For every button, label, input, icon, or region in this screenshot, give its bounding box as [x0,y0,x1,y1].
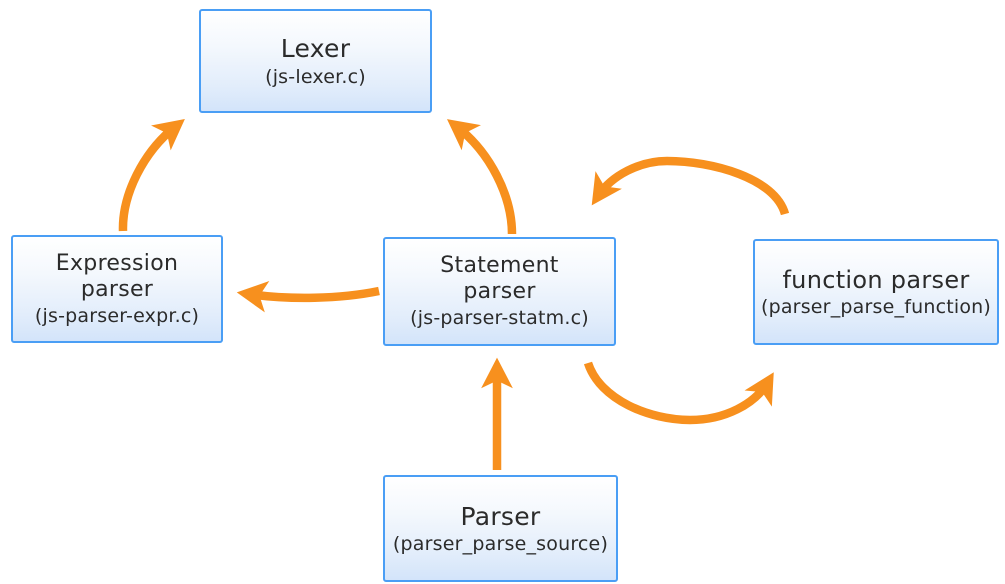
node-expression-parser-title: Expression parser [55,250,179,302]
node-parser[interactable]: Parser (parser_parse_source) [383,475,618,582]
node-lexer-title: Lexer [280,34,351,64]
node-expression-parser-subtitle: (js-parser-expr.c) [34,304,200,327]
node-statement-parser[interactable]: Statement parser (js-parser-statm.c) [383,237,616,346]
edge-statement-to-function [583,361,774,425]
node-function-parser-subtitle: (parser_parse_function) [760,295,992,318]
node-parser-title: Parser [460,501,541,531]
edge-expression-to-lexer [118,118,185,232]
node-parser-subtitle: (parser_parse_source) [392,533,609,556]
node-expression-parser[interactable]: Expression parser (js-parser-expr.c) [11,235,223,343]
node-lexer-subtitle: (js-lexer.c) [265,65,366,88]
node-function-parser-title: function parser [782,265,970,294]
node-statement-parser-title: Statement parser [440,253,559,305]
node-function-parser[interactable]: function parser (parser_parse_function) [753,239,999,345]
edge-statement-to-lexer [447,119,517,235]
edge-statement-to-expression [236,281,380,313]
node-statement-parser-subtitle: (js-parser-statm.c) [410,307,589,330]
node-lexer[interactable]: Lexer (js-lexer.c) [199,9,432,113]
edge-function-to-statement [591,156,790,216]
